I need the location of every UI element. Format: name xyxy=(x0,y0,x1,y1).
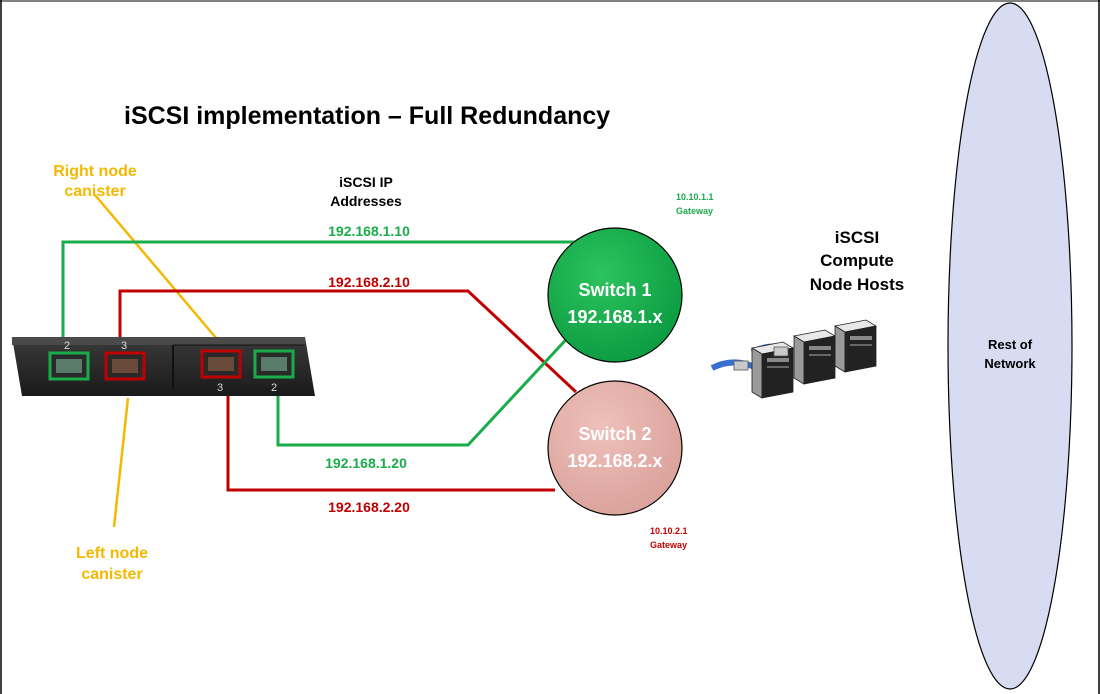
hosts-label-line1: iSCSI xyxy=(835,228,879,247)
host-tower-1 xyxy=(750,341,795,399)
right-port-3 xyxy=(200,349,242,379)
left-node-label-line1: Left node xyxy=(76,545,148,562)
left-red-port-number: 3 xyxy=(121,340,127,352)
left-node-label-line2: canister xyxy=(81,566,142,583)
switch-2-gateway-label: Gateway xyxy=(650,540,687,550)
right-port-2 xyxy=(253,349,295,379)
rest-of-network-line2: Network xyxy=(984,356,1036,371)
host-tower-2 xyxy=(792,329,837,385)
rest-of-network-line1: Rest of xyxy=(988,337,1033,352)
left-port-2 xyxy=(48,351,90,381)
host-tower-3 xyxy=(833,319,878,373)
left-node-callout-line xyxy=(112,397,130,528)
hosts-label-line2: Compute xyxy=(820,251,894,270)
ip-left-port2: 192.168.1.10 xyxy=(328,223,410,239)
rest-of-network-ellipse xyxy=(947,2,1073,690)
iscsi-ip-heading-line1: iSCSI IP xyxy=(339,174,393,190)
ip-right-port3: 192.168.2.20 xyxy=(328,499,410,515)
switch-1-subnet: 192.168.1.x xyxy=(567,307,662,327)
left-green-port-number: 2 xyxy=(64,340,70,352)
switch-1-gateway-ip: 10.10.1.1 xyxy=(676,192,714,202)
switch-2-subnet: 192.168.2.x xyxy=(567,451,662,471)
switch-1: Switch 1 192.168.1.x xyxy=(547,227,683,363)
iscsi-ip-heading-line2: Addresses xyxy=(330,193,402,209)
link-left-port2-switch1 xyxy=(61,240,602,352)
right-node-callout-line xyxy=(94,194,223,346)
compute-hosts-icon xyxy=(710,319,878,399)
switch-1-gateway-label: Gateway xyxy=(676,206,713,216)
switch-1-name: Switch 1 xyxy=(578,280,651,300)
diagram-title: iSCSI implementation – Full Redundancy xyxy=(124,102,610,130)
right-node-label-line2: canister xyxy=(64,183,125,200)
left-port-3 xyxy=(104,351,146,381)
right-node-label-line1: Right node xyxy=(53,163,137,180)
link-right-port3-switch2 xyxy=(226,375,555,492)
hosts-label-line3: Node Hosts xyxy=(810,275,904,294)
right-green-port-number: 2 xyxy=(271,382,277,394)
switch-2-name: Switch 2 xyxy=(578,424,651,444)
switch-2: Switch 2 192.168.2.x xyxy=(547,380,683,516)
right-red-port-number: 3 xyxy=(217,382,223,394)
link-right-port2-switch1 xyxy=(276,328,577,447)
switch-2-gateway-ip: 10.10.2.1 xyxy=(650,526,688,536)
link-left-port3-switch2 xyxy=(118,289,578,394)
ip-left-port3: 192.168.2.10 xyxy=(328,274,410,290)
ip-right-port2: 192.168.1.20 xyxy=(325,455,407,471)
